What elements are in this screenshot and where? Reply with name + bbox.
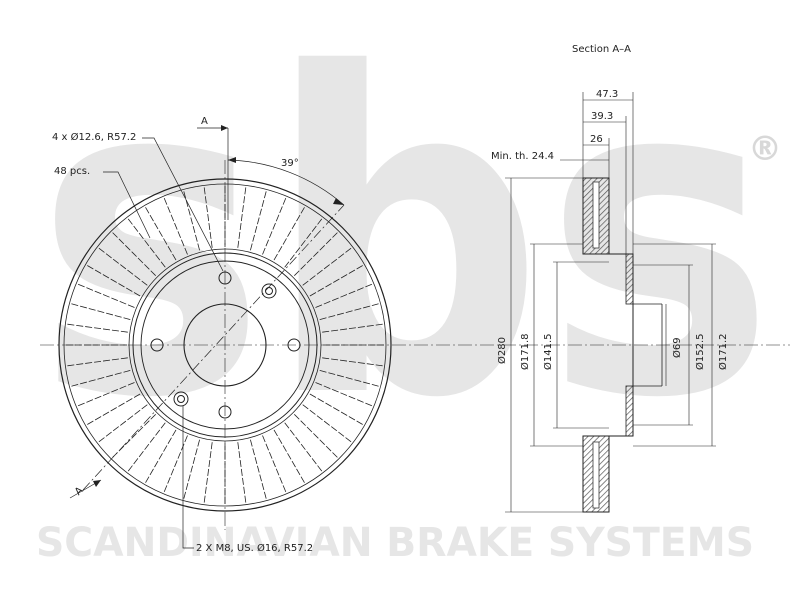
vent-line <box>302 247 352 286</box>
vent-line <box>309 393 363 425</box>
bolt-circle-diameter-label: Ø152.5 <box>694 334 706 371</box>
vent-line <box>127 218 166 268</box>
vent-line <box>262 435 287 493</box>
vent-line <box>67 357 128 367</box>
vent-channel-top <box>592 181 600 249</box>
sbs-logo: sbs <box>35 0 775 494</box>
threaded-hole-upper <box>261 283 277 299</box>
vent-line <box>322 323 383 333</box>
vent-line <box>237 442 247 503</box>
section-view <box>505 92 716 513</box>
vent-line <box>262 197 287 255</box>
overall-height-label: 47.3 <box>596 89 618 100</box>
section-line <box>82 204 345 491</box>
angle-arc-arrow-start <box>228 157 236 163</box>
threaded-hole-lower <box>173 391 189 407</box>
vent-line <box>71 370 131 387</box>
vent-line <box>163 435 188 493</box>
hat-height-label: 39.3 <box>591 111 613 122</box>
sbs-watermark: sbs ® SCANDINAVIAN BRAKE SYSTEMS <box>35 0 782 566</box>
vent-line <box>145 207 177 261</box>
thread-callout: 2 X M8, US. Ø16, R57.2 <box>196 542 313 554</box>
angle-arc-arrow-end <box>333 198 344 205</box>
vent-line <box>273 207 305 261</box>
vent-line <box>98 247 148 286</box>
vent-line <box>319 370 379 387</box>
vent-line <box>127 422 166 472</box>
brand-tagline: SCANDINAVIAN BRAKE SYSTEMS <box>36 520 754 566</box>
vent-line <box>309 265 363 297</box>
vent-line <box>294 232 338 276</box>
vent-count-leader <box>103 171 151 239</box>
friction-inner-diameter-label: Ø171.8 <box>519 334 531 371</box>
vent-line <box>322 357 383 367</box>
thread-callout-leader <box>182 406 194 549</box>
vent-line <box>284 422 323 472</box>
vent-channel-bottom <box>592 441 600 509</box>
bolt-hole-left <box>150 338 164 352</box>
registered-mark: ® <box>748 129 782 169</box>
vent-line <box>77 382 135 407</box>
angle-arc <box>227 159 345 206</box>
angle-label: 39° <box>281 158 299 169</box>
vent-line <box>315 382 373 407</box>
vent-line <box>71 303 131 320</box>
outer-diameter-label: Ø280 <box>496 337 508 364</box>
bolt-hole-top <box>218 271 232 285</box>
hat-flange-top <box>625 253 634 305</box>
hat-inner-diameter-label: Ø171.2 <box>717 334 729 371</box>
section-title: Section A–A <box>572 44 631 55</box>
section-marker-top: A <box>201 116 208 127</box>
section-arrow-top-head <box>221 125 228 131</box>
vent-line <box>203 442 213 503</box>
vent-line <box>273 429 305 483</box>
vent-line <box>250 191 267 251</box>
vent-line <box>250 439 267 499</box>
vent-line <box>98 404 148 443</box>
vent-line <box>87 265 141 297</box>
bolt-hole-bottom <box>218 405 232 419</box>
vent-line <box>237 187 247 248</box>
min-thickness-label: Min. th. 24.4 <box>491 151 554 162</box>
vent-line <box>77 283 135 308</box>
vent-line <box>203 187 213 248</box>
vent-line <box>183 439 200 499</box>
vent-line <box>315 283 373 308</box>
vent-line <box>163 197 188 255</box>
vent-line <box>294 414 338 458</box>
vent-line <box>87 393 141 425</box>
thickness-label: 26 <box>590 134 603 145</box>
front-view <box>40 125 790 549</box>
threaded-hole-lower-inner <box>177 395 185 403</box>
hat-flange-bottom <box>625 385 634 437</box>
vent-line <box>302 404 352 443</box>
vent-line <box>67 323 128 333</box>
vent-line <box>284 218 323 268</box>
vent-count-callout: 48 pcs. <box>54 166 90 177</box>
bolt-hole-right <box>287 338 301 352</box>
hat-outer-diameter-label: Ø141.5 <box>542 334 554 371</box>
vent-line <box>112 232 156 276</box>
bolt-callout-leader <box>142 137 224 272</box>
bolt-hole-callout: 4 x Ø12.6, R57.2 <box>52 131 136 143</box>
vent-line <box>145 429 177 483</box>
section-arrow-bottom-head <box>93 480 101 487</box>
vent-line <box>319 303 379 320</box>
hat-outline <box>609 253 634 437</box>
center-bore-diameter-label: Ø69 <box>671 337 683 358</box>
